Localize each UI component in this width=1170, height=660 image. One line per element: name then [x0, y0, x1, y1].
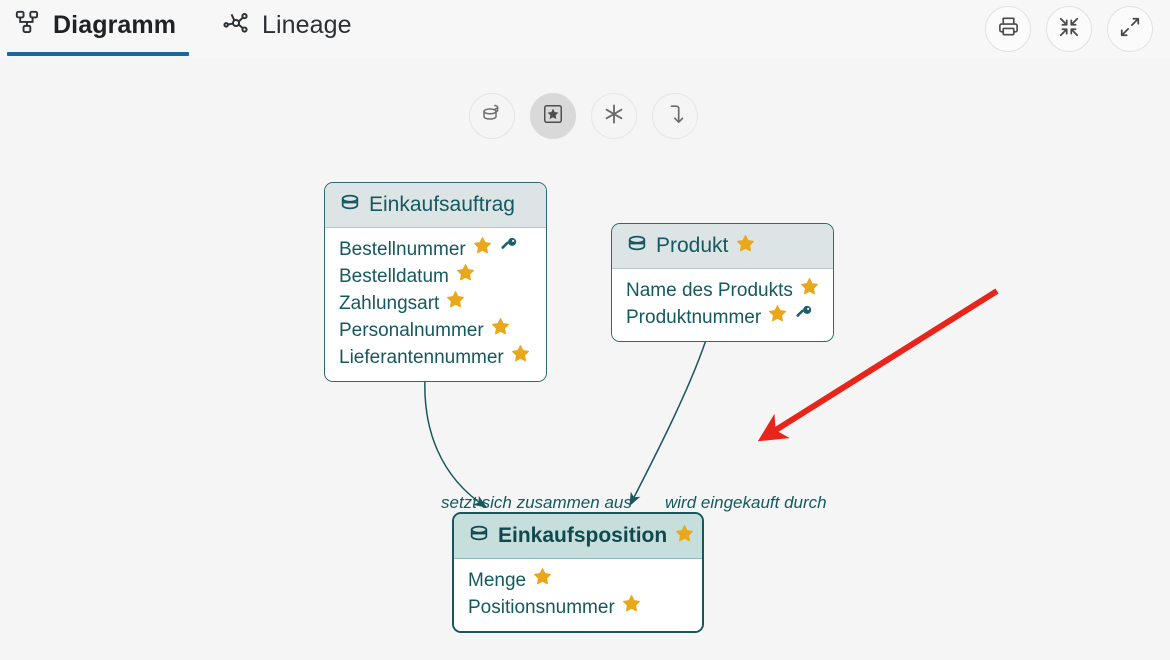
- key-icon: [499, 236, 518, 263]
- entity-attribute[interactable]: Personalnummer: [339, 317, 532, 344]
- expand-arrows-icon: [1119, 16, 1141, 43]
- tab-lineage[interactable]: Lineage: [222, 9, 352, 42]
- print-button[interactable]: [985, 6, 1031, 52]
- collapse-button[interactable]: [1046, 6, 1092, 52]
- star-icon: [473, 236, 492, 263]
- edge-label-setzt-sich-zusammen-aus: setzt sich zusammen aus: [441, 493, 632, 512]
- print-icon: [997, 15, 1020, 43]
- star-icon: [768, 304, 787, 331]
- star-icon: [622, 594, 641, 621]
- active-tab-underline: [7, 52, 189, 56]
- edge-layer: [424, 339, 707, 508]
- star-icon: [446, 290, 465, 317]
- entity-attribute[interactable]: Name des Produkts: [626, 277, 819, 304]
- entity-header-einkaufsposition[interactable]: Einkaufsposition: [454, 514, 702, 559]
- edge-einkaufsauftrag-to-einkaufsposition: [424, 377, 488, 508]
- database-icon: [339, 191, 361, 218]
- attribute-name: Positionsnummer: [468, 597, 615, 618]
- attribute-name: Produktnummer: [626, 307, 762, 328]
- entity-title-einkaufsauftrag: Einkaufsauftrag: [369, 192, 515, 216]
- attribute-name: Bestelldatum: [339, 266, 449, 287]
- database-icon: [626, 232, 648, 259]
- attribute-name: Name des Produkts: [626, 280, 793, 301]
- entity-header-produkt[interactable]: Produkt: [612, 224, 833, 269]
- collapse-arrows-icon: [1058, 16, 1080, 43]
- toolbar-favorites-button[interactable]: [530, 93, 576, 139]
- arrow-down-curve-icon: [663, 102, 687, 131]
- star-square-icon: [542, 103, 564, 130]
- attribute-name: Bestellnummer: [339, 239, 466, 260]
- lineage-icon: [222, 9, 250, 42]
- entity-attribute[interactable]: Lieferantennummer: [339, 344, 532, 371]
- top-tab-bar: Diagramm Lineage: [0, 0, 1170, 57]
- entity-attribute[interactable]: Menge: [468, 567, 688, 594]
- tab-diagramm-label: Diagramm: [53, 10, 177, 39]
- star-icon: [456, 263, 475, 290]
- attribute-name: Personalnummer: [339, 320, 484, 341]
- star-icon: [800, 277, 819, 304]
- database-stack-icon: [480, 102, 504, 131]
- tab-diagramm[interactable]: Diagramm: [14, 9, 176, 41]
- entity-attribute[interactable]: Zahlungsart: [339, 290, 532, 317]
- star-icon: [533, 567, 552, 594]
- star-icon: [511, 344, 530, 371]
- entity-title-einkaufsposition: Einkaufsposition: [498, 523, 668, 547]
- entity-header-einkaufsauftrag[interactable]: Einkaufsauftrag: [325, 183, 546, 228]
- toolbar-arrow-button[interactable]: [652, 93, 698, 139]
- asterisk-icon: [602, 102, 626, 131]
- database-icon: [468, 522, 490, 549]
- entity-attribute[interactable]: Positionsnummer: [468, 594, 688, 621]
- star-icon: [491, 317, 510, 344]
- entity-title-produkt: Produkt: [656, 233, 729, 257]
- toolbar-asterisk-button[interactable]: [591, 93, 637, 139]
- tab-lineage-label: Lineage: [262, 11, 352, 39]
- edge-produkt-to-einkaufsposition: [629, 339, 707, 507]
- star-icon: [675, 524, 694, 548]
- attribute-name: Lieferantennummer: [339, 347, 504, 368]
- entity-attribute[interactable]: Produktnummer: [626, 304, 819, 331]
- entity-attribute[interactable]: Bestellnummer: [339, 236, 532, 263]
- star-icon: [736, 234, 755, 258]
- key-icon: [794, 304, 813, 331]
- entity-attribute[interactable]: Bestelldatum: [339, 263, 532, 290]
- edge-label-wird-eingekauft-durch: wird eingekauft durch: [665, 493, 827, 512]
- expand-button[interactable]: [1107, 6, 1153, 52]
- toolbar-database-button[interactable]: [469, 93, 515, 139]
- attribute-name: Menge: [468, 570, 527, 591]
- diagram-icon: [14, 9, 41, 41]
- attribute-name: Zahlungsart: [339, 293, 440, 314]
